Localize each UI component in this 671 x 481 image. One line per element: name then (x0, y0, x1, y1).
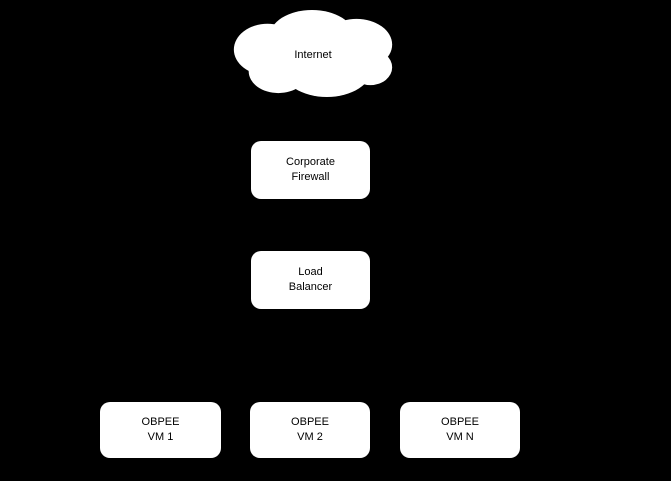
internet-label: Internet (294, 49, 332, 61)
vm2-label-line2: VM 2 (297, 431, 323, 443)
firewall-label-line1: Corporate (286, 156, 335, 168)
obpee-vm2-node: OBPEE VM 2 (250, 402, 370, 458)
vmn-label-line1: OBPEE (441, 416, 479, 428)
load-balancer-label-line1: Load (298, 266, 323, 278)
load-balancer-node: Load Balancer (251, 251, 370, 309)
vm1-label-line1: OBPEE (141, 416, 180, 428)
vm2-label-line1: OBPEE (291, 416, 329, 428)
vmn-label-line2: VM N (446, 431, 474, 443)
internet-cloud-node: Internet (232, 6, 394, 100)
vm1-label-line2: VM 1 (147, 431, 174, 443)
corporate-firewall-node: Corporate Firewall (251, 141, 370, 199)
firewall-label-line2: Firewall (291, 171, 330, 183)
cloud-icon (233, 9, 393, 98)
obpee-vmn-node: OBPEE VM N (400, 402, 520, 458)
obpee-vm1-node: OBPEE VM 1 (100, 402, 221, 458)
load-balancer-label-line2: Balancer (288, 281, 333, 293)
